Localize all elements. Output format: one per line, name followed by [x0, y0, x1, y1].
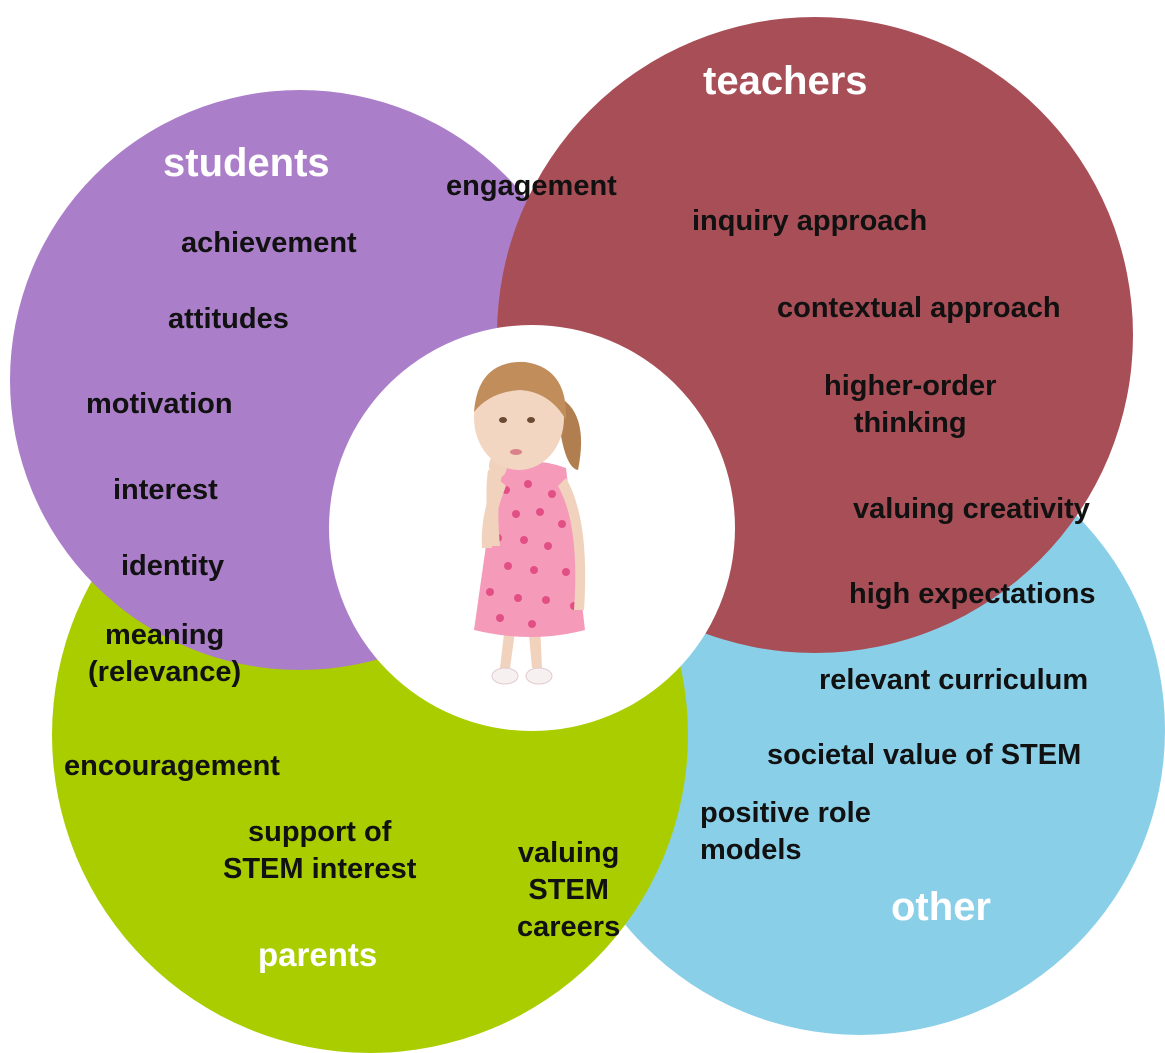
high-expectations-label: high expectations: [849, 578, 1096, 610]
identity-label: identity: [121, 550, 225, 582]
interest-label: interest: [113, 474, 218, 506]
support-stem-interest-label: support of STEM interest: [223, 816, 417, 885]
inquiry-approach-label: inquiry approach: [692, 205, 928, 237]
parents-title: parents: [258, 936, 378, 973]
relevant-curriculum-label: relevant curriculum: [819, 664, 1089, 696]
positive-role-models-label: positive role models: [700, 797, 871, 866]
achievement-label: achievement: [181, 227, 357, 259]
students-title: students: [163, 141, 330, 185]
societal-value-stem-label: societal value of STEM: [767, 739, 1082, 771]
valuing-stem-careers-label: valuing STEM careers: [517, 837, 621, 943]
encouragement-label: encouragement: [64, 750, 280, 782]
meaning-relevance-label: meaning (relevance): [88, 619, 242, 688]
teachers-title: teachers: [703, 59, 868, 103]
contextual-approach-label: contextual approach: [777, 292, 1061, 324]
attitudes-label: attitudes: [168, 303, 289, 335]
engagement-label: engagement: [446, 170, 617, 202]
valuing-creativity-label: valuing creativity: [853, 493, 1090, 525]
other-title: other: [891, 885, 991, 929]
girl-thinking-photo: [474, 361, 586, 685]
higher-order-thinking-label: higher-order thinking: [824, 370, 997, 439]
motivation-label: motivation: [86, 388, 233, 420]
